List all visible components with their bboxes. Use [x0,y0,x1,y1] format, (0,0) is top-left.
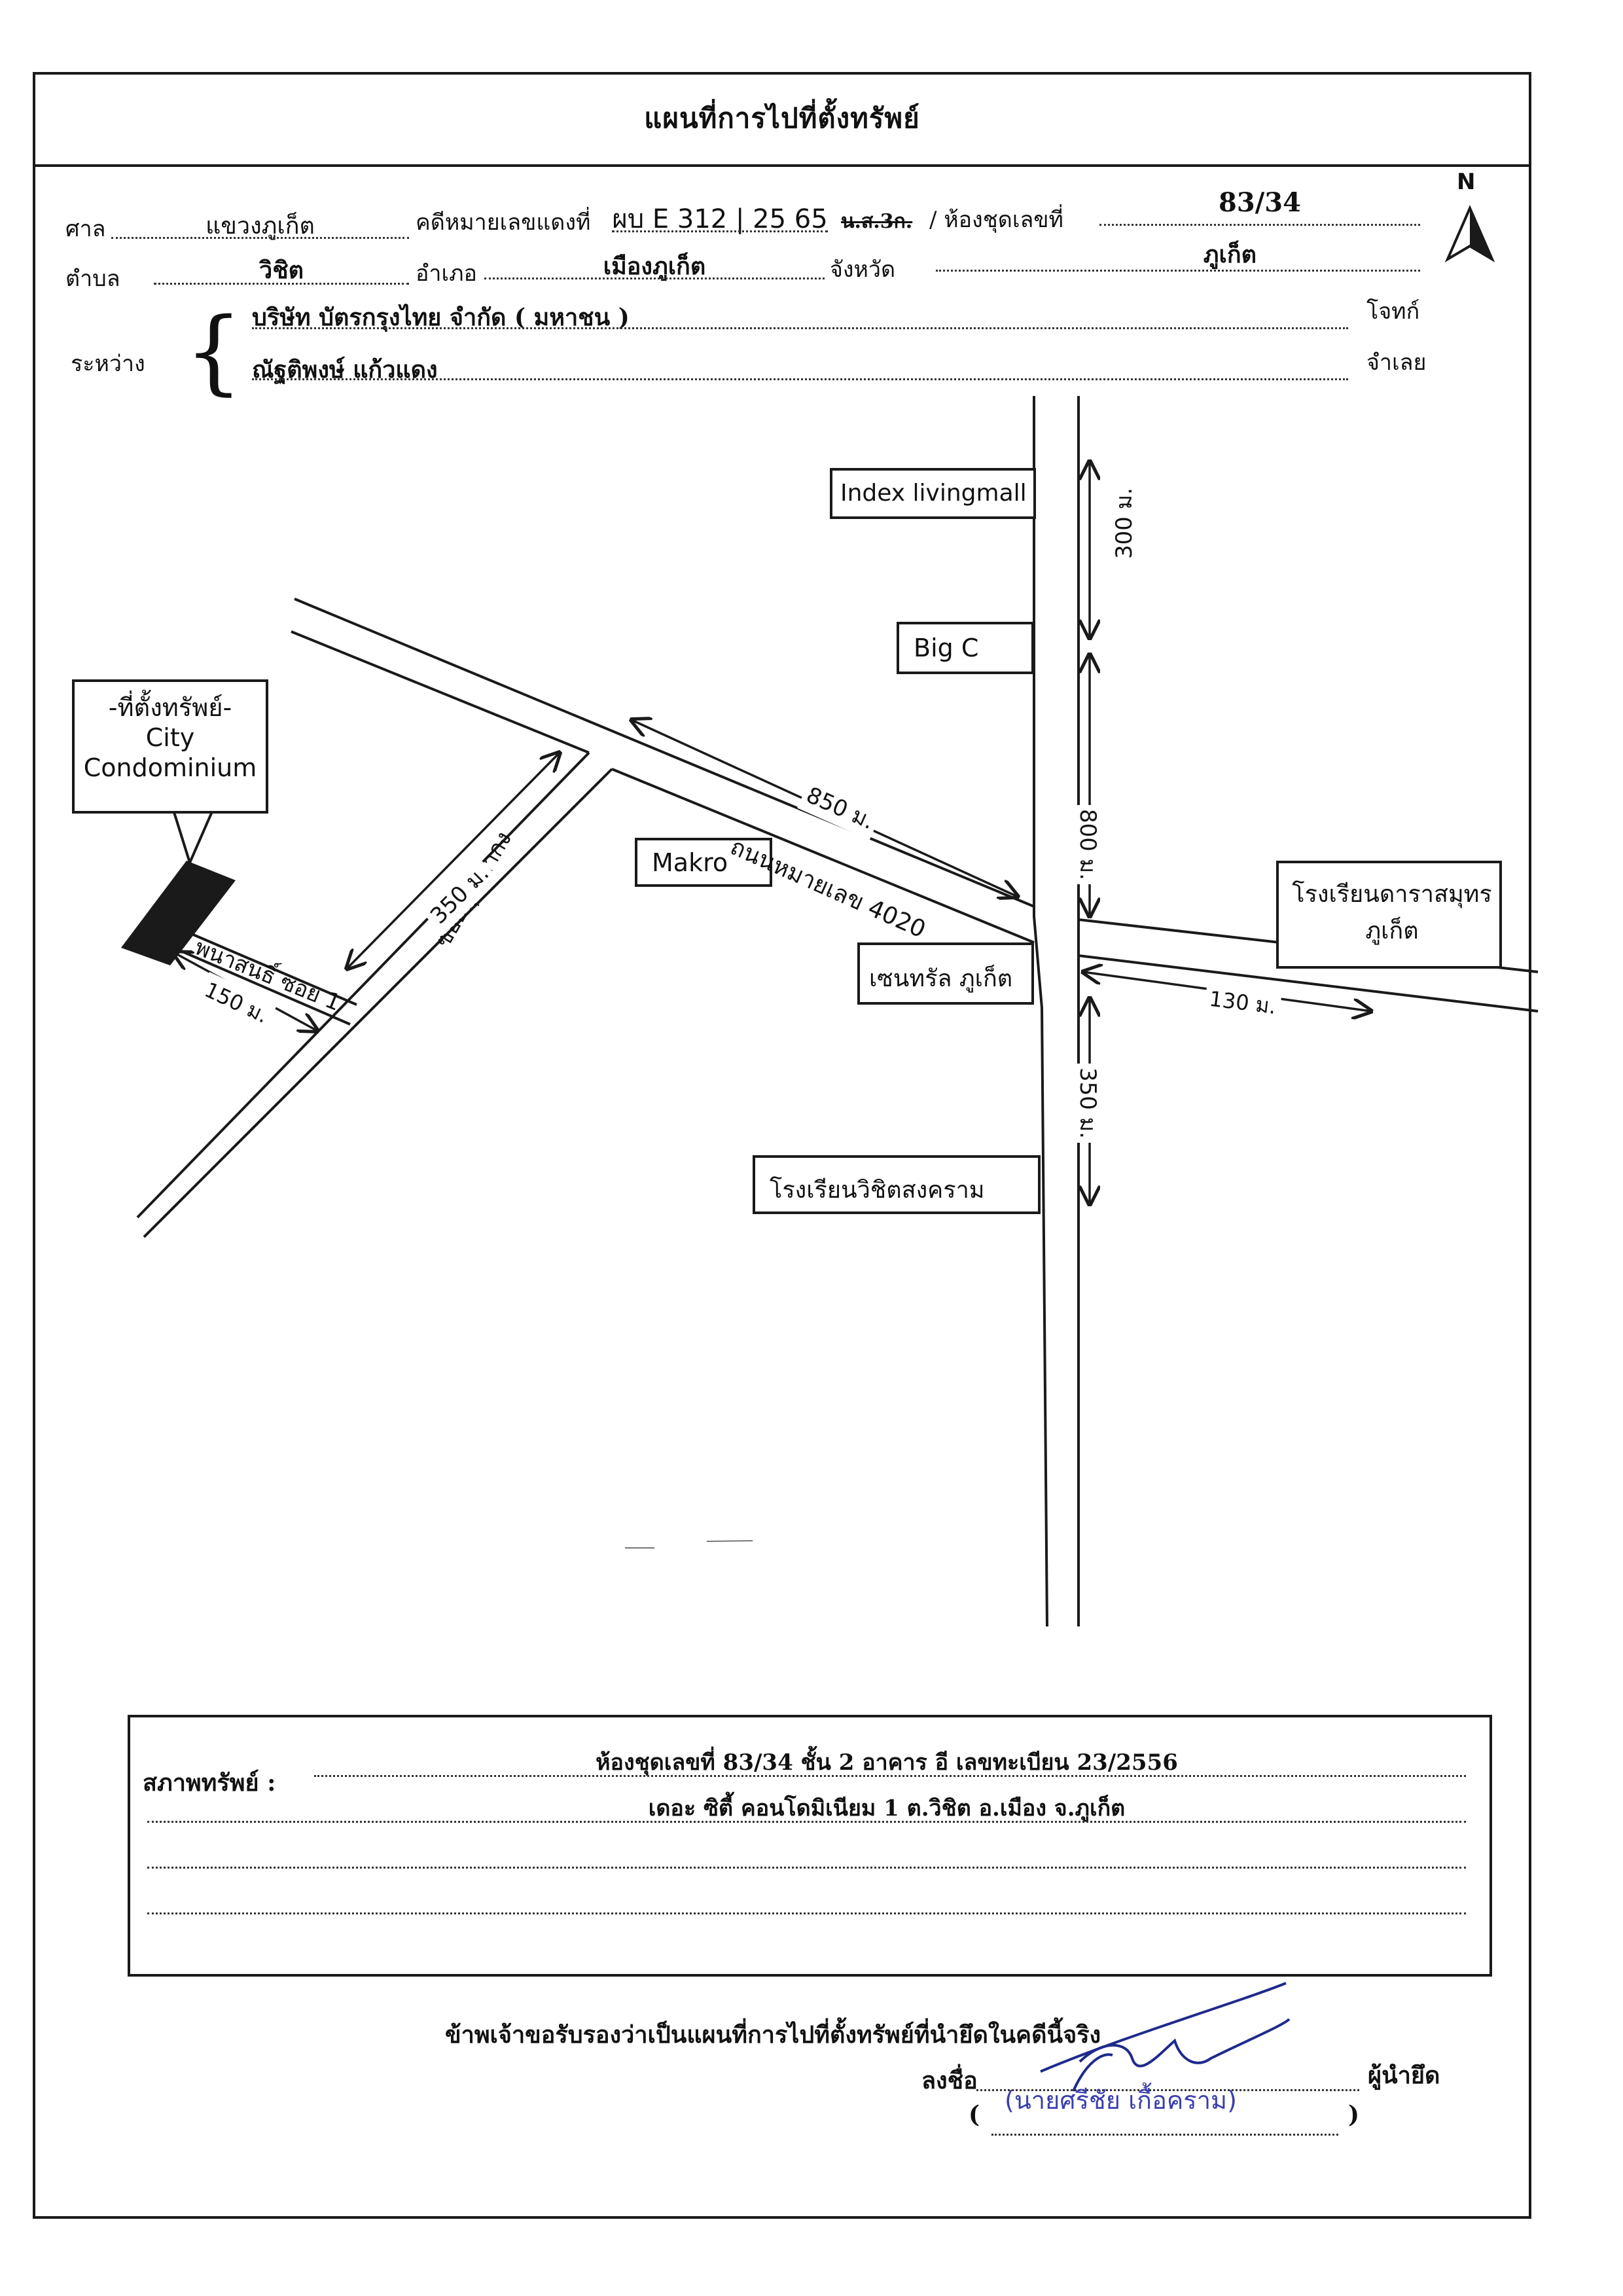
plaintiff-line [252,327,1348,329]
paren-open: ( [969,2101,980,2128]
landmark-label: Index livingmall [840,480,1027,507]
plaintiff-label: โจทก์ [1366,298,1420,325]
status-label: สภาพทรัพย์ : [143,1769,276,1797]
tambon-label: ตำบล [65,266,120,292]
property-label-2: City [145,723,195,752]
landmark-label: Big C [914,634,979,662]
amphoe-value: เมืองภูเก็ต [603,253,706,280]
brace: { [185,298,243,405]
landmark-label: เซนทรัล ภูเก็ต [869,965,1013,992]
unit-number-line [1099,224,1420,226]
defendant-value: ณัฐติพงษ์ แก้วแดง [252,356,438,384]
tambon-line [154,283,409,285]
between-label: ระหว่าง [71,351,145,377]
distance-800-label: 800 ม. [1071,805,1106,884]
landmark-label: โรงเรียนดาราสมุทร ภูเก็ต [1292,881,1492,944]
landmark-label: Makro [652,848,728,877]
status-dotline-1 [314,1775,1466,1777]
unit-number-value: 83/34 [1219,187,1301,218]
defendant-line [252,378,1348,380]
distance-300-label: 300 ม. [1106,484,1141,563]
status-line-2: เดอะ ซิตี้ คอนโดมิเนียม 1 ต.วิชิต อ.เมือ… [648,1795,1126,1821]
court-value: แขวงภูเก็ต [205,213,315,240]
province-label: จังหวัด [830,257,896,283]
signature-line [976,2089,1359,2091]
tambon-value: วิชิต [259,257,304,284]
landmark-label: โรงเรียนวิชิตสงคราม [770,1177,985,1204]
page-title: แผนที่การไปที่ตั้งทรัพย์ [644,101,920,134]
distance-350b-label: 350 ม. [1071,1064,1106,1143]
paren-close: ) [1348,2101,1360,2128]
unit-number-label: / ห้องชุดเลขที่ [929,207,1063,233]
signer-role: ผู้นำยึด [1368,2062,1440,2089]
document-frame [33,72,1531,2219]
status-line-1: ห้องชุดเลขที่ 83/34 ชั้น 2 อาคาร อี เลขท… [596,1749,1178,1776]
plaintiff-value: บริษัท บัตรกรุงไทย จำกัด ( มหาชน ) [252,304,630,331]
province-line [936,270,1420,272]
north-label: N [1457,169,1476,195]
landmark-central-phuket: เซนทรัล ภูเก็ต [857,942,1034,1005]
court-label: ศาล [65,216,106,242]
status-dotline-2 [147,1821,1466,1823]
landmark-wichit-songkhram-school: โรงเรียนวิชิตสงคราม [753,1155,1041,1214]
signer-name: (นายศรีชัย เกื้อคราม) [1005,2086,1237,2115]
status-dotline-3 [147,1867,1466,1869]
sign-label: ลงชื่อ [921,2067,978,2094]
certification-statement: ข้าพเจ้าขอรับรองว่าเป็นแผนที่การไปที่ตั้… [445,2021,1101,2049]
case-number-label: คดีหมายเลขแดงที่ [416,209,591,236]
amphoe-label: อำเภอ [416,260,477,287]
case-number-line [612,230,828,232]
court-line [111,237,409,239]
landmark-big-c: Big C [897,622,1034,674]
name-line [991,2134,1338,2136]
case-type-struck: น.ส.3ก. [841,210,913,233]
title-bar: แผนที่การไปที่ตั้งทรัพย์ [33,72,1531,167]
province-value: ภูเก็ต [1203,241,1257,268]
case-number-value: ผบ E 312 | 25 65 [612,204,828,234]
landmark-dara-samut-school: โรงเรียนดาราสมุทร ภูเก็ต [1276,861,1502,969]
defendant-label: จำเลย [1366,350,1427,376]
landmark-makro: Makro [635,838,772,887]
landmark-index-living-mall: Index livingmall [830,468,1036,519]
property-label-3: Condominium [83,753,257,782]
status-dotline-4 [147,1912,1466,1914]
property-callout: -ที่ตั้งทรัพย์- City Condominium [72,679,268,814]
amphoe-line [484,278,825,279]
property-label-1: -ที่ตั้งทรัพย์- [108,693,232,722]
property-status-box [128,1715,1492,1977]
